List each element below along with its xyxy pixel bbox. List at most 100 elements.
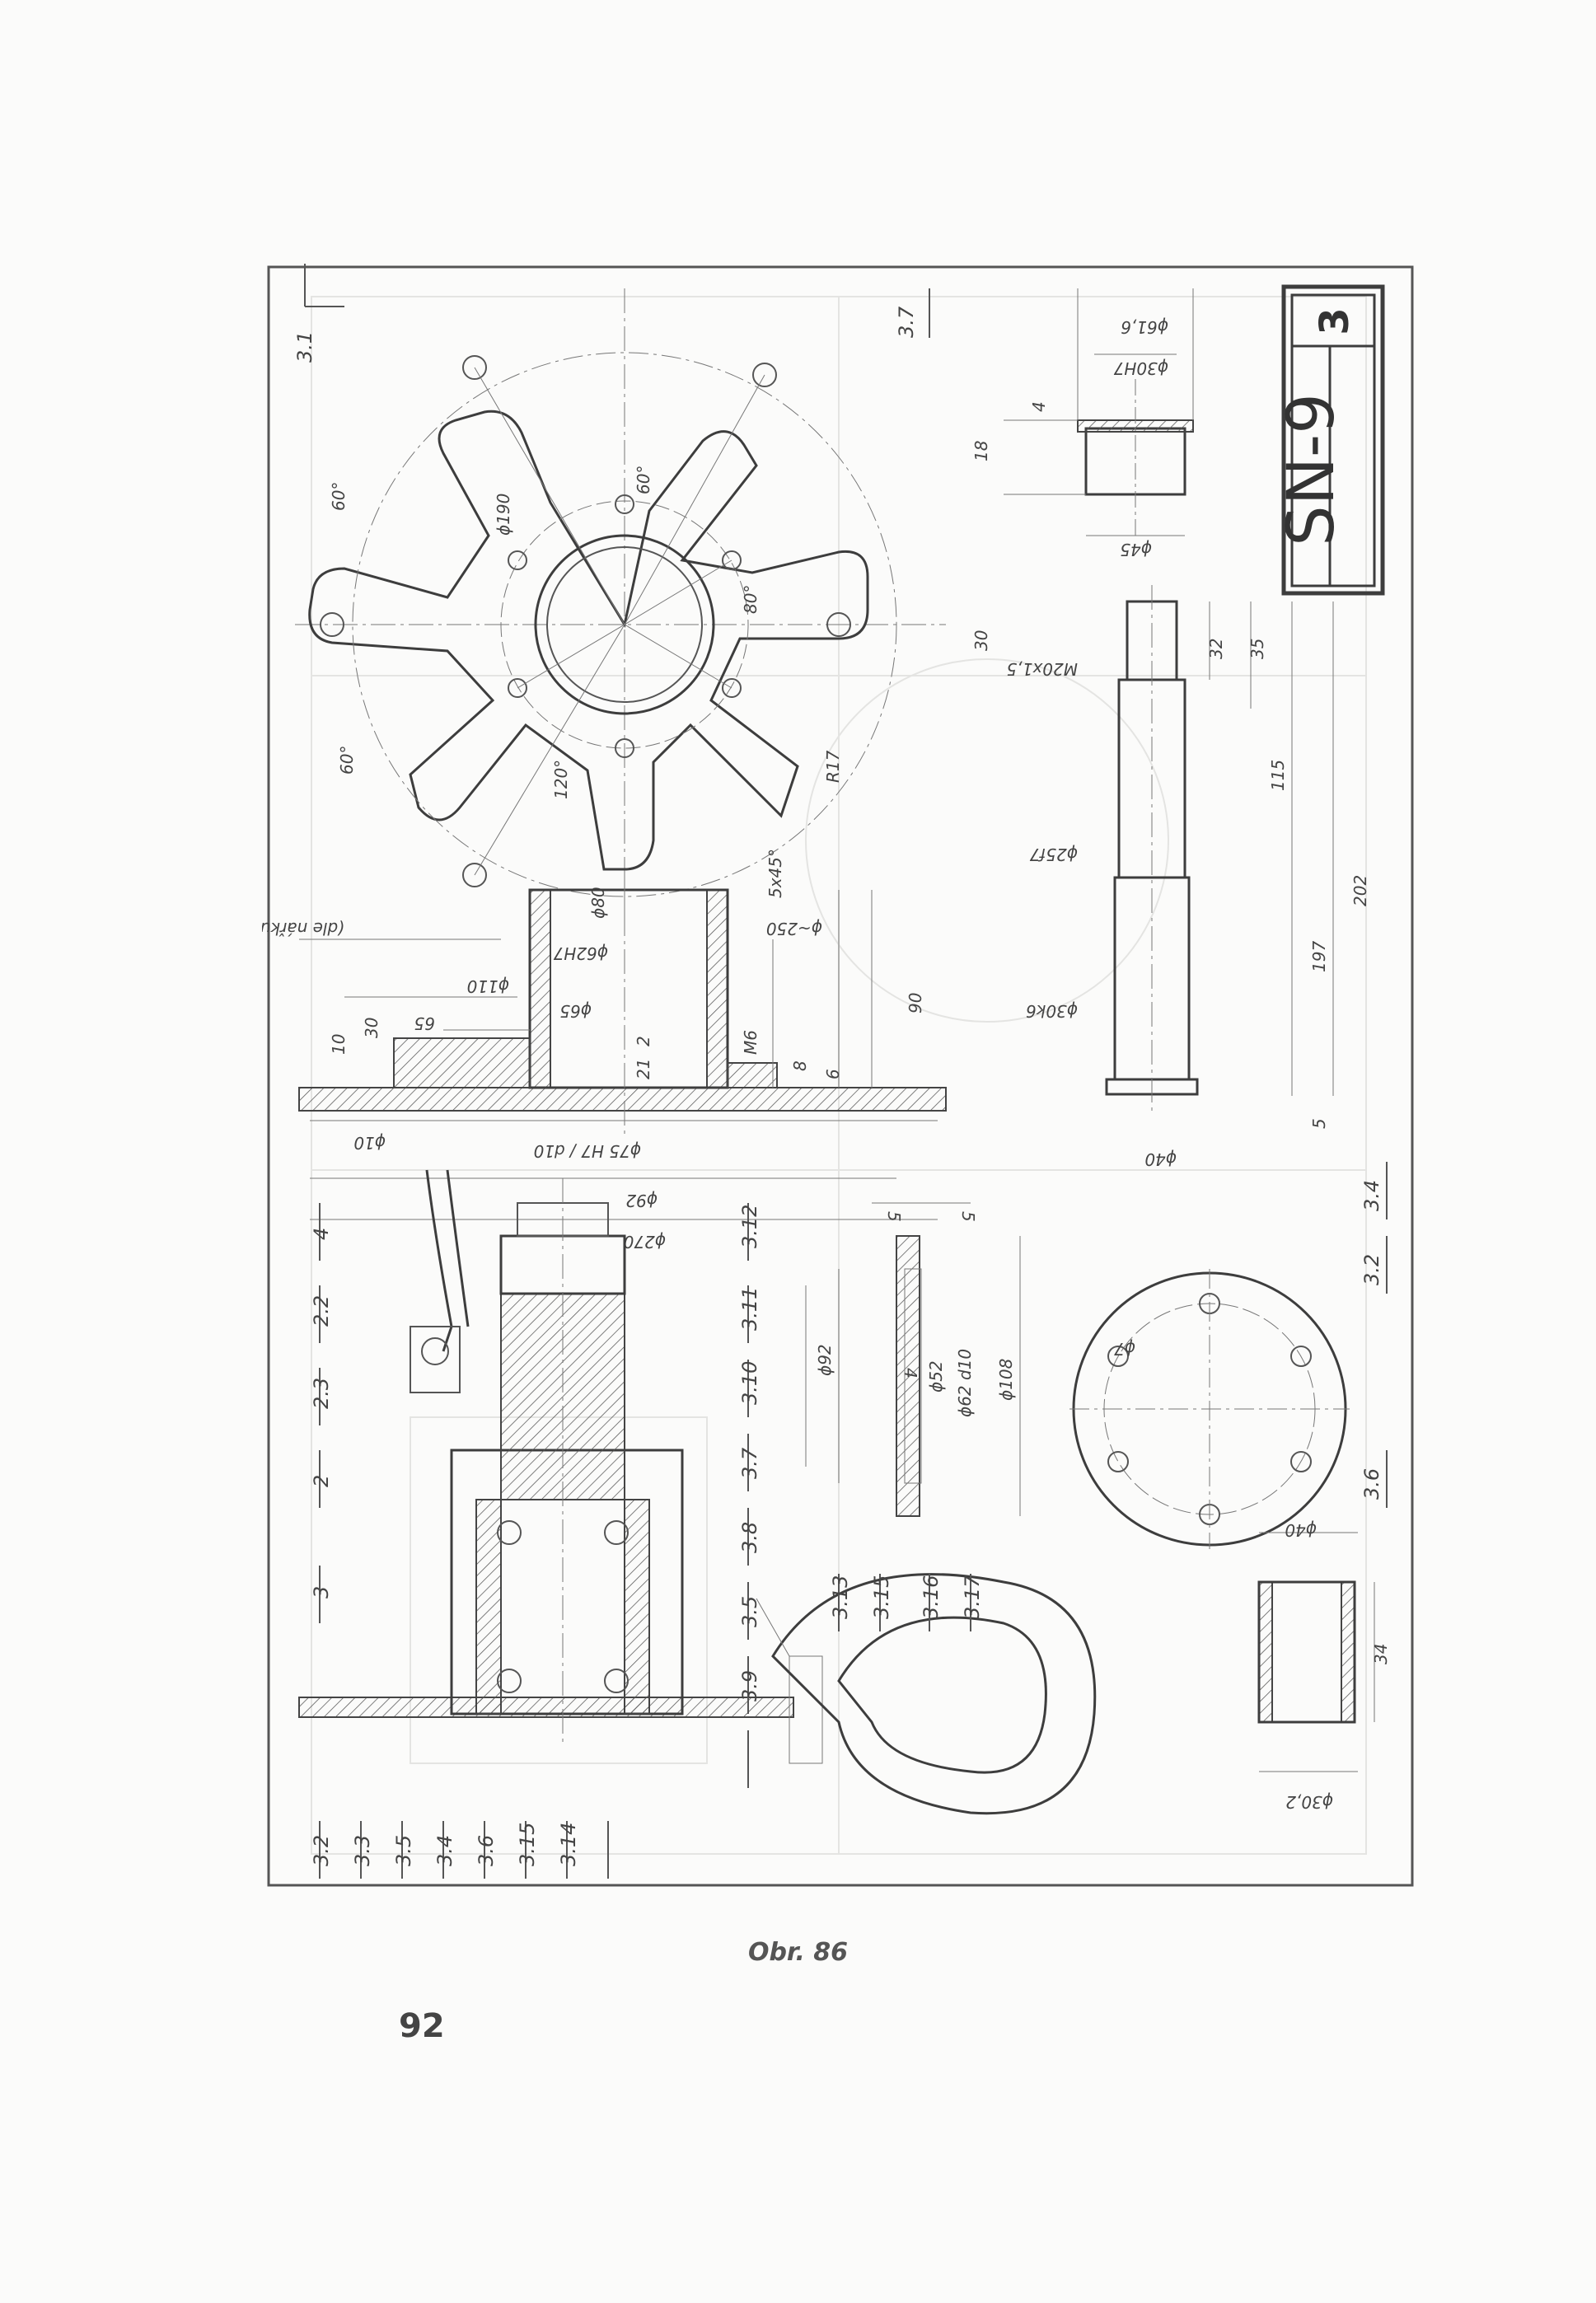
part-label-2.3: 2.3 — [310, 1378, 333, 1409]
dim-axle-0: 30 — [971, 630, 991, 651]
part-label-3.6: 3.6 — [475, 1835, 498, 1866]
sheet-number: 3 — [1312, 307, 1358, 335]
dim-hub-1: ϕ110 — [467, 976, 509, 996]
part-label-2.2: 2.2 — [310, 1295, 333, 1327]
dim-hub-14: ϕ10 — [353, 1133, 386, 1153]
dim-axle-6: 202 — [1350, 875, 1370, 906]
dim-star-8: 5x45° — [765, 849, 785, 898]
part-label-3.2: 3.2 — [310, 1835, 333, 1866]
dim-washer-6: ϕ108 — [996, 1359, 1016, 1401]
part-label-3.7-top: 3.7 — [895, 306, 918, 338]
assembly-part-labels — [319, 1203, 971, 1879]
star-flange-view — [295, 288, 946, 915]
perforated-disk-view — [1069, 1269, 1350, 1549]
dim-axle-4: 115 — [1268, 760, 1288, 791]
part-label-3.12: 3.12 — [738, 1205, 761, 1248]
part-label-3.1-top: 3.1 — [293, 331, 316, 363]
dim-axle-2: 32 — [1206, 639, 1226, 659]
dim-bushing-2: 4 — [1029, 401, 1049, 412]
dim-disk-0: ϕ7 — [1114, 1339, 1135, 1359]
dim-sleeve-2: ϕ30,2 — [1285, 1792, 1333, 1812]
title-block — [1281, 284, 1385, 596]
dim-hub-2: ϕ62H7 — [553, 943, 608, 963]
part-label-3.6-right: 3.6 — [1360, 1468, 1383, 1500]
figure-caption: Obr. 86 — [747, 1938, 849, 1967]
dim-hub-16: ϕ92 — [625, 1191, 658, 1210]
part-label-3.8: 3.8 — [738, 1522, 761, 1553]
part-label-3.15: 3.15 — [516, 1823, 539, 1866]
part-label-3.5-b: 3.5 — [738, 1596, 761, 1627]
dim-hub-7: 2 — [634, 1036, 653, 1046]
dim-star-7: ϕ80 — [588, 887, 608, 919]
dim-hub-4: 30 — [362, 1018, 381, 1038]
drawing-code: SN-9 — [1275, 393, 1349, 546]
dim-hub-5: 10 — [329, 1034, 349, 1055]
sheet-border — [267, 265, 1414, 1887]
bushing-view — [1004, 288, 1194, 536]
sleeve-view — [1257, 1532, 1375, 1772]
hub-section-view — [298, 873, 947, 1220]
dim-hub-8: 21 — [634, 1059, 653, 1079]
part-label-3.9: 3.9 — [738, 1670, 761, 1702]
dim-hub-17: ϕ270 — [624, 1232, 666, 1252]
axle-view — [1105, 585, 1334, 1112]
dim-axle-5: ϕ25f7 — [1029, 845, 1078, 864]
dim-axle-3: 35 — [1247, 639, 1267, 659]
part-label-3: 3 — [310, 1586, 333, 1599]
dim-washer-4: ϕ52 — [926, 1360, 946, 1393]
dim-hub-12: ϕ~250 — [766, 919, 822, 939]
dim-bushing-3: 18 — [971, 441, 991, 461]
dim-star-5: 120° — [551, 760, 571, 799]
part-label-3.16: 3.16 — [920, 1575, 943, 1619]
part-label-3.10: 3.10 — [738, 1361, 761, 1405]
drawing-svg: SN-9 3 — [262, 264, 1414, 1887]
washer-view — [805, 1202, 1021, 1517]
dim-hub-3: 65 — [414, 1013, 435, 1033]
page-number: 92 — [399, 2007, 445, 2045]
dim-hub-9: M6 — [741, 1030, 761, 1055]
dim-washer-2: 4 — [901, 1368, 920, 1379]
dim-bushing-4: ϕ45 — [1120, 540, 1152, 559]
dim-star-2: 60° — [337, 746, 357, 775]
dim-hub-0: (dle nářku) — [262, 919, 344, 939]
part-label-3.3: 3.3 — [351, 1835, 374, 1866]
dim-washer-3: ϕ92 — [815, 1344, 835, 1376]
part-label-2: 2 — [310, 1475, 333, 1487]
dim-star-0: 60° — [329, 482, 349, 511]
part-label-3.15-b: 3.15 — [870, 1575, 893, 1619]
dim-axle-10: ϕ40 — [1144, 1149, 1177, 1169]
dim-star-3: 80° — [741, 585, 761, 614]
part-label-3.7: 3.7 — [738, 1447, 761, 1479]
part-label-3.5: 3.5 — [392, 1835, 415, 1866]
dim-axle-8: 197 — [1309, 941, 1329, 972]
part-label-4: 4 — [310, 1228, 333, 1240]
part-label-3.13: 3.13 — [829, 1575, 852, 1619]
dim-star-1: ϕ190 — [494, 494, 513, 536]
dim-hub-10: 8 — [790, 1060, 810, 1071]
dim-washer-1: 5 — [958, 1211, 978, 1222]
dim-washer-5: ϕ62 d10 — [955, 1349, 975, 1417]
part-label-3.17: 3.17 — [961, 1575, 984, 1619]
dim-hub-6: ϕ65 — [559, 1001, 592, 1021]
dim-hub-13: 90 — [906, 993, 925, 1013]
dim-bushing-0: ϕ61,6 — [1121, 317, 1168, 337]
dim-washer-0: 5 — [884, 1211, 904, 1222]
dim-axle-1: M20x1,5 — [1007, 659, 1078, 679]
dim-sleeve-0: ϕ40 — [1285, 1520, 1317, 1540]
part-label-3.4: 3.4 — [433, 1835, 456, 1866]
technical-drawing: SN-9 3 — [262, 264, 1417, 1889]
part-label-3.11: 3.11 — [738, 1287, 761, 1331]
assembly-section-view — [298, 1169, 1097, 1815]
part-label-3.4-right: 3.4 — [1360, 1180, 1383, 1211]
part-label-3.14: 3.14 — [557, 1823, 580, 1866]
dim-star-4: 60° — [634, 466, 653, 494]
dim-hub-15: ϕ75 H7 / d10 — [534, 1141, 641, 1161]
dim-star-6: R17 — [823, 750, 843, 783]
dim-hub-11: 6 — [823, 1069, 843, 1079]
part-label-3.2-right: 3.2 — [1360, 1254, 1383, 1285]
dim-axle-7: ϕ30k6 — [1026, 1001, 1078, 1021]
dim-axle-9: 5 — [1309, 1118, 1329, 1129]
dim-sleeve-1: 34 — [1371, 1644, 1391, 1664]
dim-bushing-1: ϕ30H7 — [1113, 358, 1168, 378]
